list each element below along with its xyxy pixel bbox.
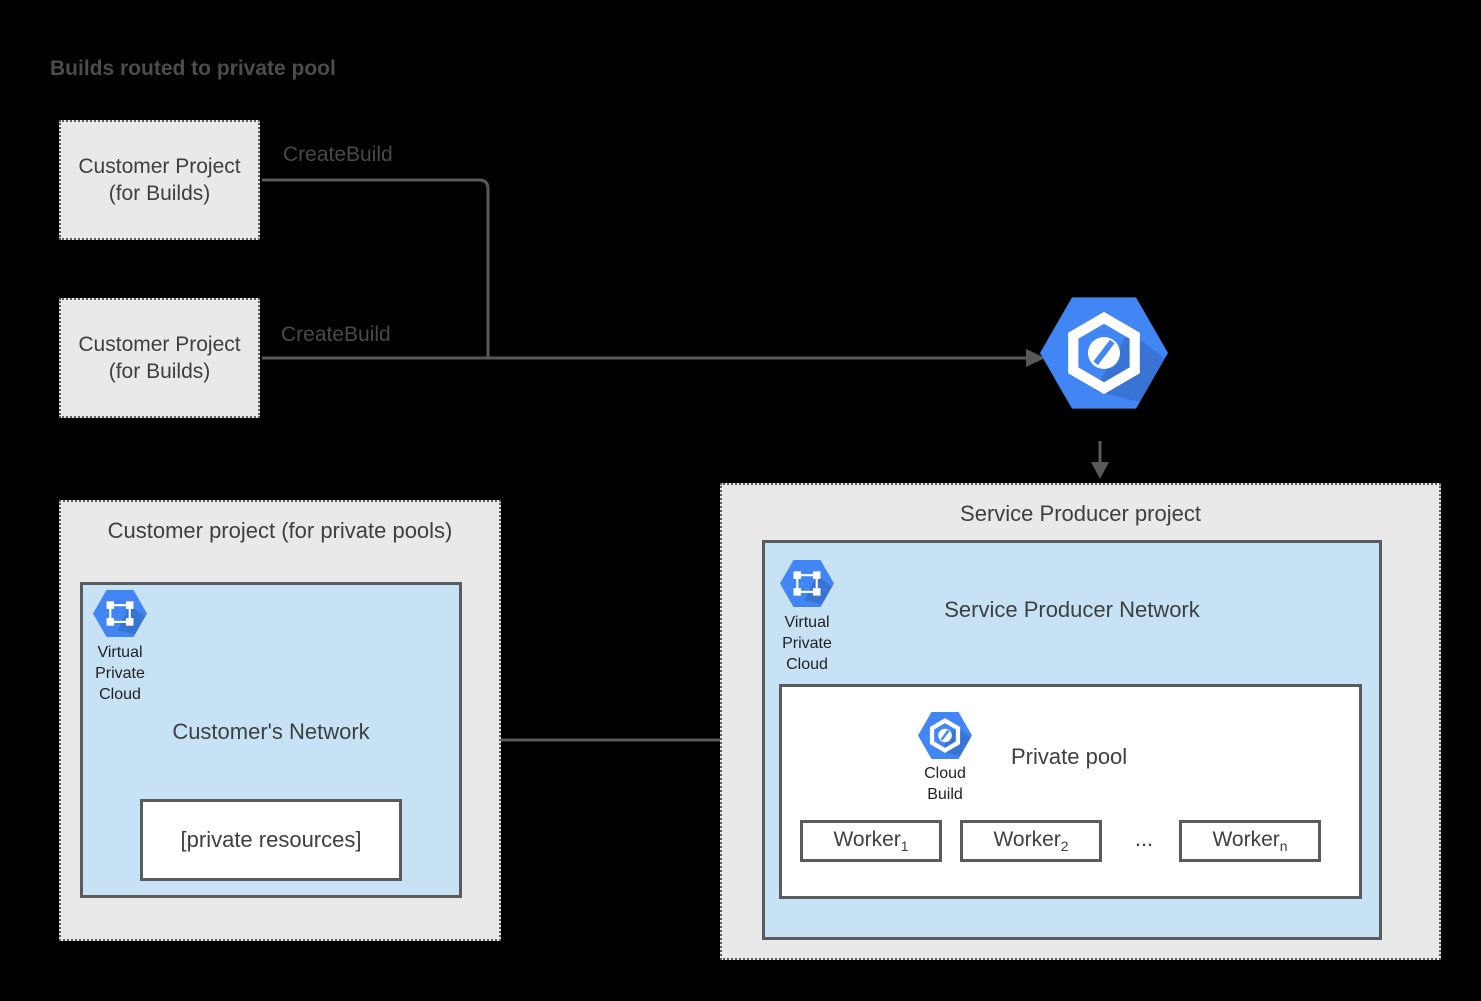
- left-container-title: Customer project (for private pools): [107, 518, 453, 543]
- vpc-right-label-line2: Private: [782, 635, 832, 652]
- cloud-build-small-icon-svg: [918, 712, 972, 759]
- diagram-title: Builds routed to private pool: [50, 57, 336, 80]
- vpc-right-icon-svg: [780, 560, 834, 607]
- private-resources-box: [private resources]: [140, 799, 402, 881]
- private-pool-label: Private pool: [1011, 744, 1128, 769]
- right-container-title: Service Producer project: [960, 501, 1201, 526]
- createbuild-label-2: CreateBuild: [281, 323, 391, 346]
- worker-box-2: Worker2: [960, 820, 1102, 862]
- vpc-left-label: Virtual Private Cloud: [78, 642, 162, 705]
- worker-n-sub: n: [1279, 838, 1288, 855]
- cloud-build-small-label: Cloud Build: [903, 763, 987, 805]
- vpc-left-label-line3: Cloud: [99, 686, 141, 703]
- customer-project-2-line2: (for Builds): [108, 360, 211, 383]
- vpc-left-icon-svg: [93, 590, 147, 637]
- worker-2-base: Worker: [993, 827, 1061, 851]
- vpc-left-label-line2: Private: [95, 665, 145, 682]
- vpc-right-label: Virtual Private Cloud: [765, 612, 849, 675]
- vpc-left-label-line1: Virtual: [97, 644, 143, 661]
- cloud-build-small-icon: [918, 712, 972, 759]
- worker-box-n: Workern: [1179, 820, 1321, 862]
- vpc-right-label-line1: Virtual: [784, 614, 830, 631]
- customer-project-builds-box-1: Customer Project (for Builds): [59, 120, 260, 240]
- customer-project-2-line1: Customer Project: [78, 333, 241, 356]
- service-producer-network-label: Service Producer Network: [944, 597, 1200, 622]
- worker-2-sub: 2: [1060, 838, 1069, 855]
- cloud-build-label-line2: Build: [927, 786, 963, 803]
- private-resources-label: [private resources]: [180, 827, 362, 852]
- worker-1-base: Worker: [833, 827, 901, 851]
- private-pool-box: [779, 684, 1362, 899]
- worker-ellipsis: ...: [1134, 826, 1154, 851]
- arrowhead-down-icon: [1091, 462, 1109, 479]
- createbuild-label-1: CreateBuild: [283, 143, 393, 166]
- cloud-build-icon: [1040, 297, 1168, 409]
- worker-1-sub: 1: [900, 838, 909, 855]
- customer-project-1-line2: (for Builds): [108, 182, 211, 205]
- virtual-private-cloud-icon: [93, 590, 147, 637]
- worker-n-label: Workern: [1212, 828, 1287, 854]
- customer-project-builds-box-2: Customer Project (for Builds): [59, 298, 260, 418]
- worker-n-base: Worker: [1212, 827, 1280, 851]
- customer-project-1-line1: Customer Project: [78, 155, 241, 178]
- worker-box-1: Worker1: [800, 820, 942, 862]
- worker-2-label: Worker2: [993, 828, 1068, 854]
- worker-1-label: Worker1: [833, 828, 908, 854]
- cloud-build-icon-svg: [1040, 297, 1168, 409]
- virtual-private-cloud-icon-right: [780, 560, 834, 607]
- cloud-build-label-line1: Cloud: [924, 765, 966, 782]
- customer-network-label: Customer's Network: [172, 719, 370, 744]
- vpc-right-label-line3: Cloud: [786, 656, 828, 673]
